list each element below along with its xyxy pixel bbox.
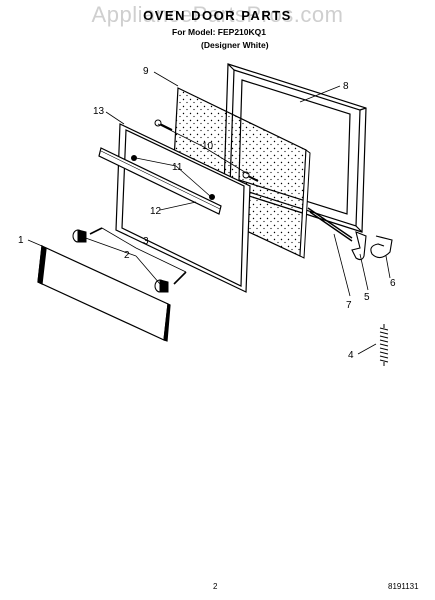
spring-part <box>379 324 389 366</box>
color-subtitle: (Designer White) <box>201 40 269 50</box>
door-handle-part <box>98 147 222 215</box>
hinge-bracket-part <box>351 231 367 261</box>
callout-8: 8 <box>343 81 349 92</box>
callout-13: 13 <box>93 106 105 117</box>
door-liner-part <box>115 123 251 293</box>
rod-part <box>307 207 353 242</box>
page-number: 2 <box>213 582 218 591</box>
document-number: 8191131 <box>388 582 419 591</box>
leader-lines <box>27 71 391 355</box>
callout-10: 10 <box>202 141 214 152</box>
callout-1: 1 <box>18 235 24 246</box>
hinge-part <box>72 229 169 293</box>
watermark-text: AppliancePartsPros.com <box>91 2 344 27</box>
screw-part <box>154 119 259 182</box>
diagram-title: OVEN DOOR PARTS <box>143 8 292 23</box>
callout-6: 6 <box>390 278 396 289</box>
callout-7: 7 <box>346 300 352 311</box>
callout-4: 4 <box>348 350 354 361</box>
callout-5: 5 <box>364 292 370 303</box>
door-glass-part <box>37 244 171 342</box>
callout-2: 2 <box>124 250 130 261</box>
callout-9: 9 <box>143 66 149 77</box>
hook-bracket-part <box>370 235 393 259</box>
hinge-screw-part <box>89 227 187 285</box>
model-subtitle: For Model: FEP210KQ1 <box>172 27 266 37</box>
callout-3: 3 <box>143 236 149 247</box>
handle-cap-part <box>131 155 215 200</box>
callout-11: 11 <box>172 162 183 173</box>
callout-12: 12 <box>150 206 162 217</box>
